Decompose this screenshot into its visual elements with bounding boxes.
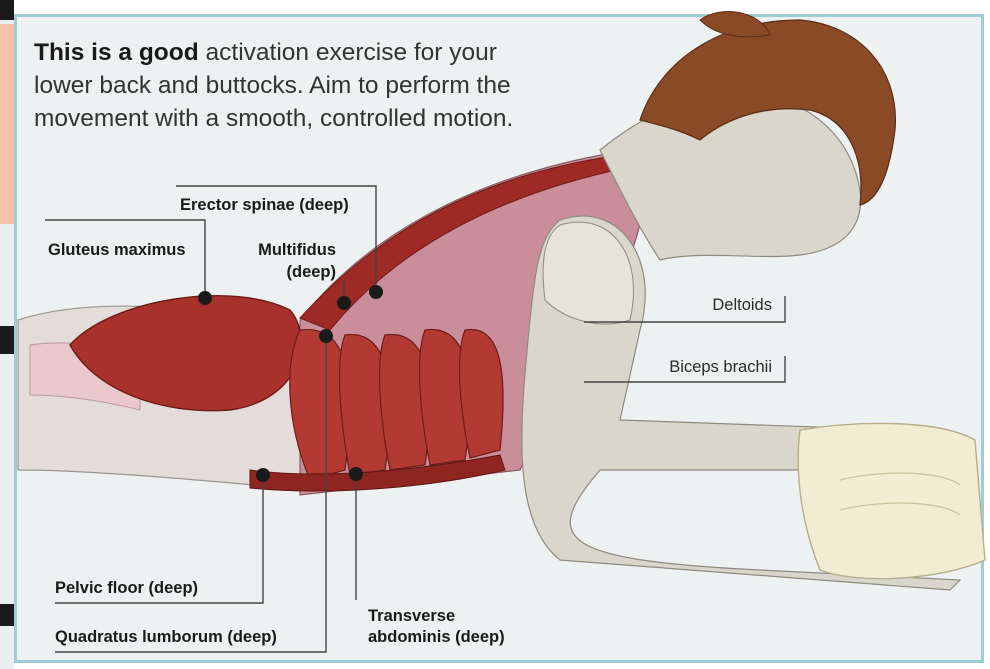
label-erector-spinae: Erector spinae (deep) <box>180 195 349 215</box>
label-transverse-line1: Transverse <box>368 606 455 626</box>
intro-paragraph: This is a good activation exercise for y… <box>34 36 554 135</box>
label-transverse-line2: abdominis (deep) <box>368 627 505 647</box>
label-gluteus-maximus: Gluteus maximus <box>48 240 186 260</box>
rolled-towel-shape <box>798 423 985 578</box>
intro-lead: This is a good <box>34 39 199 66</box>
label-multifidus-line1: Multifidus <box>240 240 336 260</box>
label-biceps-brachii: Biceps brachii <box>640 357 772 377</box>
abdominal-muscles <box>290 329 503 480</box>
label-multifidus-line2: (deep) <box>240 262 336 282</box>
ponytail-shape <box>700 12 770 37</box>
label-pelvic-floor: Pelvic floor (deep) <box>55 578 198 598</box>
label-deltoids: Deltoids <box>640 295 772 315</box>
label-quadratus-lumborum: Quadratus lumborum (deep) <box>55 627 277 647</box>
